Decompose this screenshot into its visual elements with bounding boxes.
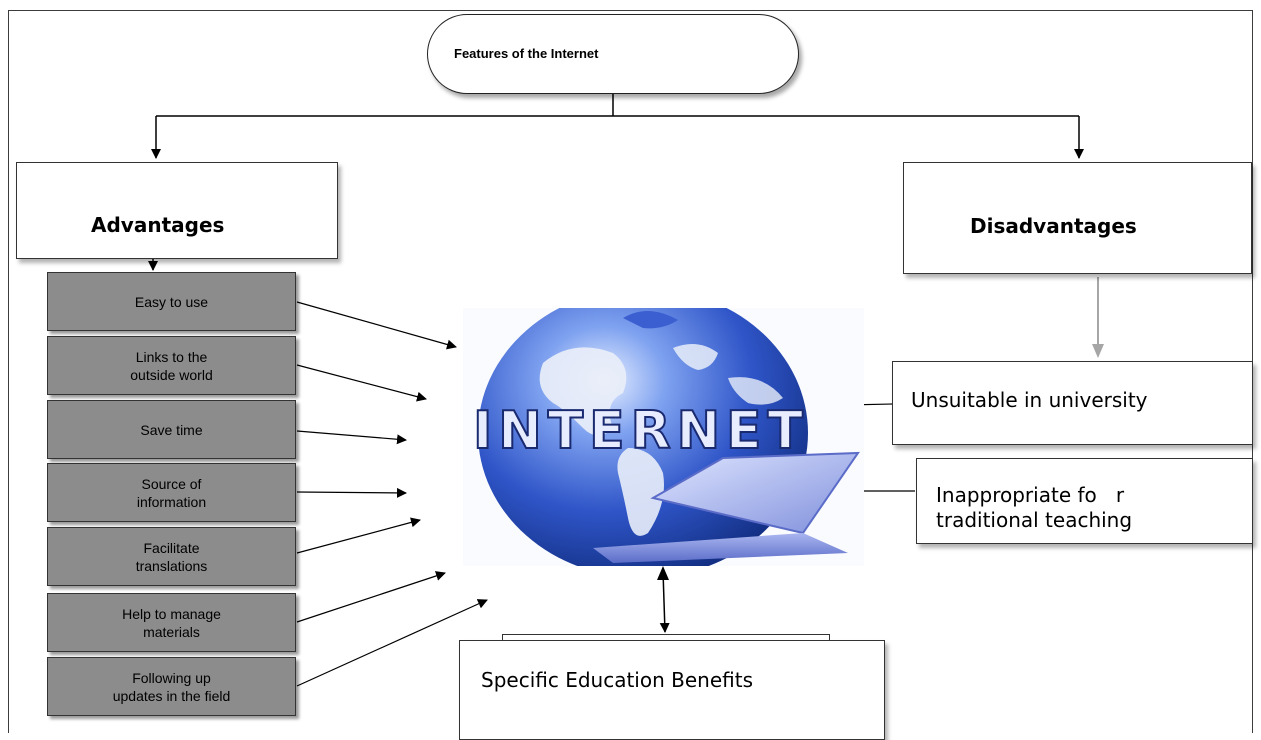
advantage-item-source: Source of information	[47, 463, 296, 522]
arrow-bottom-double	[659, 570, 670, 633]
internet-label: INTERNET	[473, 401, 804, 461]
tree-connector	[156, 90, 1079, 117]
disadvantage-item-inappropriate: Inappropriate fo r traditional teaching	[916, 458, 1253, 544]
arrow-facilitate	[296, 517, 421, 554]
disadvantages-heading: Disadvantages	[970, 214, 1137, 238]
advantage-item-easy: Easy to use	[47, 272, 296, 331]
arrow-easy	[296, 301, 457, 350]
disadvantage-item-unsuitable-label: Unsuitable in university	[911, 388, 1148, 412]
disadvantages-box: Disadvantages	[903, 162, 1252, 274]
education-benefits-label: Specific Education Benefits	[481, 668, 753, 692]
advantages-box: Advantages	[16, 162, 338, 259]
arrow-following	[296, 599, 488, 687]
advantage-item-save-time: Save time	[47, 400, 296, 459]
advantage-item-translations: Facilitate translations	[47, 527, 296, 586]
advantage-item-links: Links to the outside world	[47, 336, 296, 395]
internet-globe-image: INTERNET	[463, 288, 864, 578]
arrow-links	[296, 364, 427, 402]
disadvantage-item-unsuitable: Unsuitable in university	[892, 361, 1253, 445]
advantages-heading: Advantages	[91, 213, 225, 237]
globe-laptop-icon: INTERNET	[472, 288, 860, 578]
education-benefits-box: Specific Education Benefits	[459, 640, 885, 740]
arrow-save	[296, 430, 407, 445]
advantage-item-manage: Help to manage materials	[47, 593, 296, 652]
title-text: Features of the Internet	[454, 46, 599, 61]
disadvantage-item-inappropriate-label: Inappropriate fo r traditional teaching	[936, 483, 1133, 532]
title-node: Features of the Internet	[427, 14, 799, 94]
arrow-manage	[296, 571, 446, 623]
arrow-source	[296, 487, 407, 498]
advantage-item-following: Following up updates in the field	[47, 657, 296, 716]
